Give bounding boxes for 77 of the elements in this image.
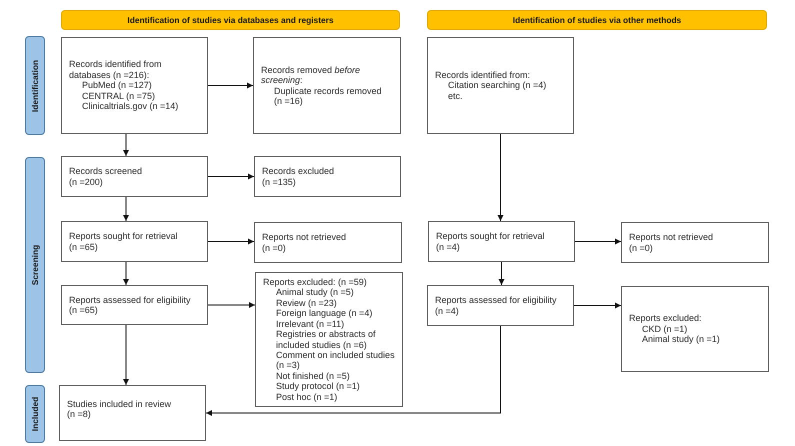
arrow	[208, 238, 254, 244]
arrow	[206, 326, 501, 416]
list-item-text: CENTRAL (n =75)	[81, 90, 156, 102]
arrow	[123, 196, 129, 222]
box-text: Reports excluded: (n =59)	[263, 277, 368, 288]
box-text: Reports excluded:	[629, 313, 703, 324]
phase-band	[25, 385, 45, 443]
phase-band	[25, 36, 45, 135]
arrow	[123, 262, 129, 286]
header-text: Identification of studies via other methods	[512, 15, 682, 25]
arrow	[208, 302, 256, 308]
count-text: (n =0)	[262, 242, 287, 253]
box-text: Reports not retrieved	[262, 232, 348, 242]
process-box	[255, 272, 403, 407]
list-item-text: Study protocol (n =1)	[275, 381, 361, 392]
count-text: (n =4)	[436, 242, 461, 252]
list-item-text: Post hoc (n =1)	[275, 392, 338, 402]
process-box	[621, 286, 769, 372]
box-text: Studies included in review	[67, 399, 172, 410]
count-text: (n =135)	[262, 176, 297, 187]
count-text: (n =8)	[67, 409, 92, 420]
process-box	[427, 285, 574, 326]
box-text: Reports sought for retrieval	[69, 231, 179, 242]
box-text: Reports sought for retrieval	[436, 231, 546, 242]
box-text: Records excluded	[262, 166, 336, 176]
process-box	[254, 222, 402, 263]
list-item-text: etc.	[447, 90, 464, 102]
list-item-text: PubMed (n =127)	[81, 80, 153, 91]
count-text: (n =200)	[69, 176, 104, 187]
arrow	[123, 324, 129, 386]
list-item-text: Registries or abstracts of included studies (n =6)	[275, 329, 377, 350]
box-text: Records removed before screening:	[261, 64, 362, 86]
process-box	[61, 37, 208, 134]
phase-label: Included	[30, 396, 40, 432]
list-item-text: Review (n =23)	[275, 298, 338, 308]
phase-band	[25, 157, 45, 373]
count-text: (n =0)	[629, 242, 654, 253]
list-item-text: Animal study (n =1)	[641, 334, 721, 345]
header-text: Identification of studies via databases and registers	[127, 15, 334, 25]
box-text: Reports assessed for eligibility	[69, 294, 192, 305]
process-box	[253, 37, 401, 134]
process-box	[428, 221, 575, 262]
box-text: Records identified from:	[435, 70, 532, 80]
phase-label: Identification	[30, 59, 40, 112]
list-item-text: Citation searching (n =4)	[447, 80, 548, 91]
phase-label: Screening	[30, 244, 40, 286]
arrow	[208, 82, 254, 88]
count-text: (n =65)	[69, 305, 99, 316]
arrow	[123, 134, 129, 156]
list-item-text: CKD (n =1)	[641, 324, 688, 334]
list-item-text: Foreign language (n =4)	[275, 308, 374, 319]
process-box	[427, 37, 574, 134]
list-item-text: Not finished (n =5)	[275, 370, 351, 382]
box-text: Reports not retrieved	[629, 232, 714, 242]
process-box	[61, 221, 208, 262]
process-box	[59, 385, 206, 441]
list-item-text: Duplicate records removed (n =16)	[273, 86, 383, 106]
count-text: (n =4)	[435, 306, 460, 316]
arrow	[574, 238, 622, 244]
list-item-text: Animal study (n =5)	[275, 287, 355, 298]
process-box	[61, 285, 208, 325]
list-item-text: Clinicaltrials.gov (n =14)	[81, 101, 180, 112]
arrow	[574, 302, 622, 308]
arrow	[498, 262, 504, 286]
section-header-bar	[61, 10, 400, 30]
process-box	[254, 156, 401, 197]
box-text: Records identified from databases (n =216):	[69, 59, 163, 80]
list-item-text: Comment on included studies (n =3)	[275, 350, 396, 371]
list-item-text: Irrelevant (n =11)	[275, 318, 346, 330]
count-text: (n =65)	[69, 242, 99, 252]
box-text: Records screened	[69, 166, 144, 176]
arrow	[208, 174, 254, 180]
arrow	[498, 134, 504, 222]
process-box	[61, 156, 208, 197]
section-header-bar	[427, 10, 767, 30]
process-box	[621, 222, 769, 263]
box-text: Reports assessed for eligibility	[435, 295, 558, 306]
